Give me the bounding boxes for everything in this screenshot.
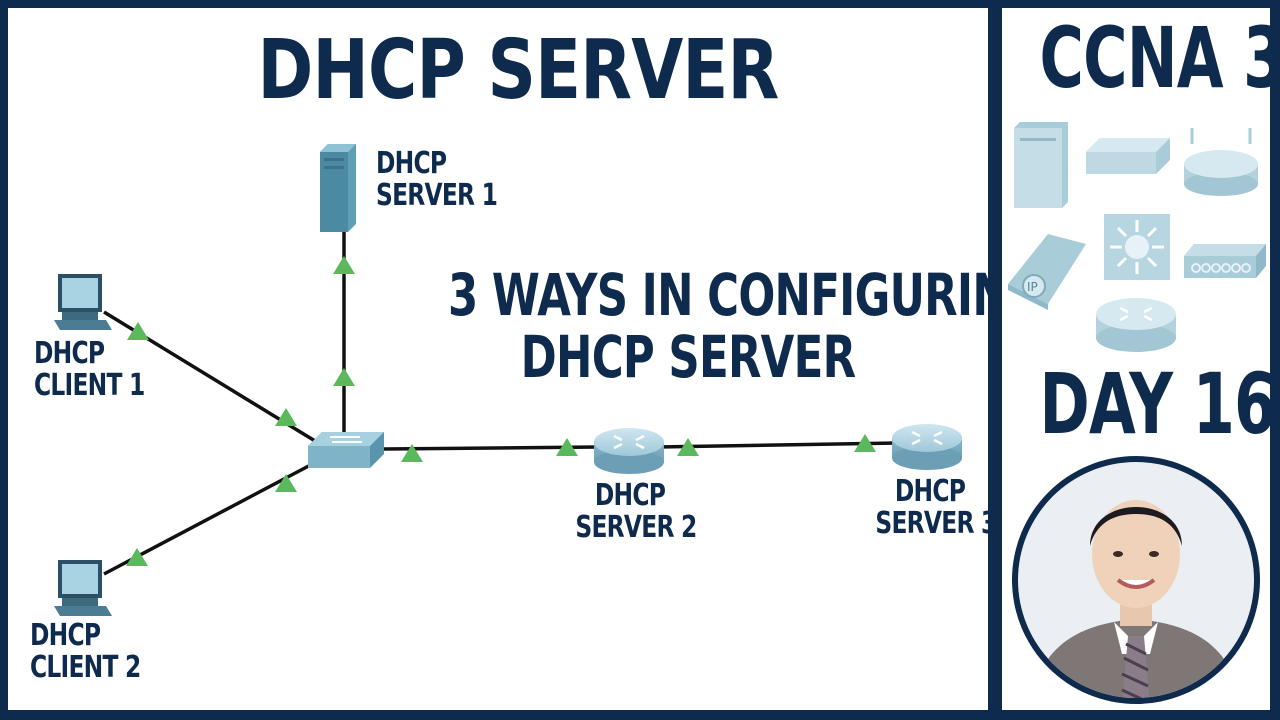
- network-topology: [54, 144, 962, 616]
- link-up-icon: [401, 444, 423, 462]
- node-label-client2: DHCP CLIENT 2: [30, 618, 141, 685]
- link-up-icon: [127, 322, 149, 340]
- link-up-icon: [333, 256, 355, 274]
- course-title: CCNA 3: [1039, 9, 1270, 107]
- link-server2-server3: [657, 441, 897, 449]
- server-icon: [1014, 122, 1068, 208]
- link-up-icon: [275, 474, 297, 492]
- router-icon[interactable]: [594, 428, 664, 474]
- link-up-icon: [126, 548, 148, 566]
- pc-icon[interactable]: [54, 274, 112, 330]
- wireless-router-icon: [1184, 128, 1258, 196]
- link-up-icon: [854, 434, 876, 452]
- multilayer-switch-icon: [1104, 214, 1170, 280]
- node-label-server1: DHCP SERVER 1: [376, 146, 498, 213]
- switch-icon[interactable]: [308, 432, 384, 468]
- day-label: DAY 16: [1039, 355, 1270, 453]
- switch-icon: [1086, 138, 1170, 174]
- link-up-icon: [556, 438, 578, 456]
- video-subtitle: 3 WAYS IN CONFIGURING DHCP SERVER: [448, 261, 988, 391]
- node-label-server3: DHCP SERVER 3: [875, 474, 988, 541]
- node-label-client1: DHCP CLIENT 1: [34, 336, 145, 403]
- course-sidebar: CCNA 3: [1002, 8, 1270, 710]
- link-up-icon: [275, 408, 297, 426]
- presenter-avatar: [1010, 454, 1262, 706]
- svg-text:IP: IP: [1027, 280, 1038, 294]
- pc-icon[interactable]: [54, 560, 112, 616]
- page-title: DHCP SERVER: [257, 23, 779, 118]
- router-icon: [1096, 298, 1176, 352]
- device-icon-grid: IP: [1008, 122, 1266, 352]
- diagram-panel: DHCP SERVER: [8, 8, 988, 710]
- server-icon[interactable]: [320, 144, 356, 232]
- link-up-icon: [677, 438, 699, 456]
- link-status-markers: [126, 256, 876, 566]
- firewall-icon: [1184, 244, 1266, 278]
- link-up-icon: [333, 368, 355, 386]
- router-icon[interactable]: [892, 424, 962, 470]
- ip-phone-icon: IP: [1008, 234, 1086, 310]
- avatar: [1012, 456, 1260, 704]
- node-label-server2: DHCP SERVER 2: [575, 478, 697, 545]
